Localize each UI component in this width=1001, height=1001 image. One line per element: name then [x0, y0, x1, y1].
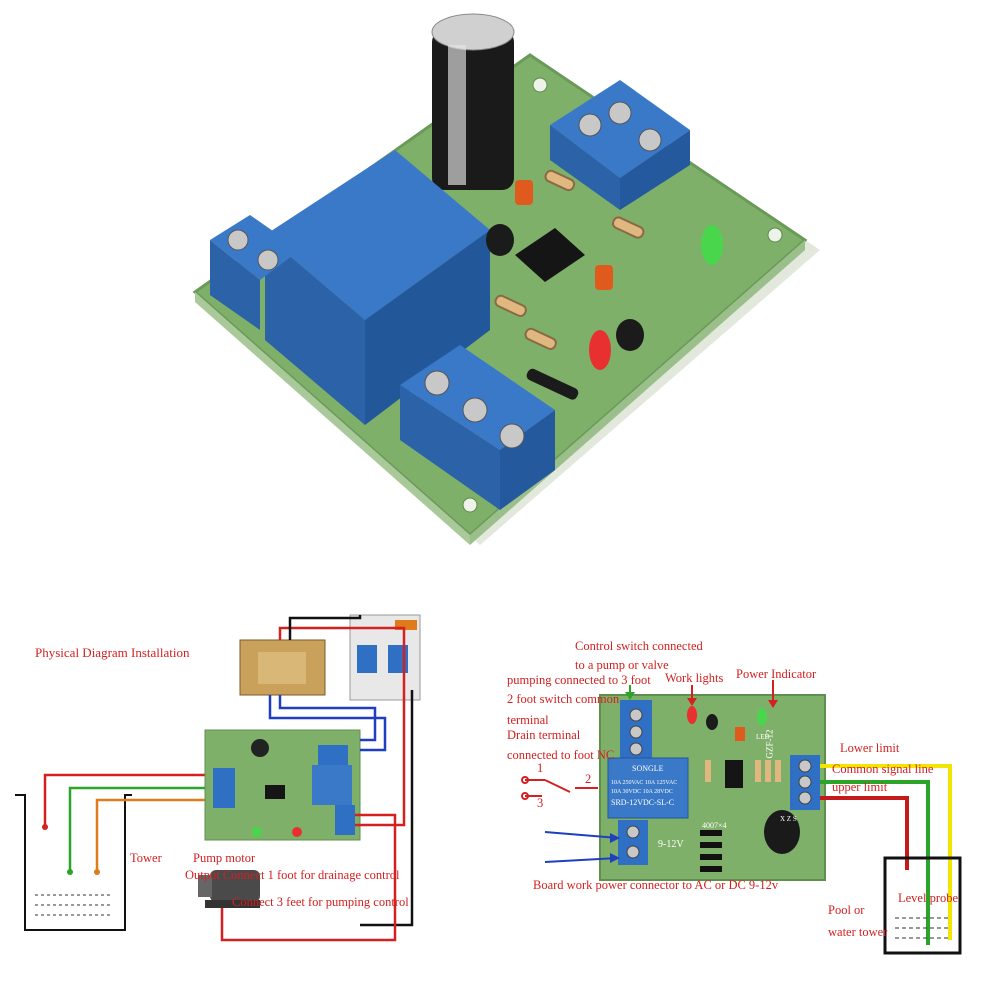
switch-pin-3: 3 [537, 796, 544, 810]
pump-motor [198, 870, 260, 908]
relay-model: SRD-12VDC-SL-C [611, 798, 675, 807]
left-installation-diagram: Physical Diagram Installation Tower Pump… [0, 600, 480, 1000]
transformer [239, 639, 326, 696]
switch-symbol [521, 776, 598, 800]
tower-label: Tower [130, 851, 162, 865]
relay-rating-2: 10A 30VDC 10A 28VDC [611, 789, 673, 795]
terminal-block-left [210, 215, 300, 330]
terminal-label: terminal [507, 713, 549, 727]
left-diagram-title: Physical Diagram Installation [35, 645, 190, 660]
common-signal-label: Common signal line [832, 762, 934, 776]
switch-pin-2: 2 [585, 772, 592, 786]
relay [265, 150, 490, 425]
led-marking: LED [756, 733, 770, 741]
level-probe-label: Level probe [898, 891, 959, 905]
two-foot-label: 2 foot switch common [507, 692, 620, 706]
left-board [204, 729, 361, 841]
diode-marking: 4007×4 [702, 821, 727, 830]
upper-limit-label: upper limit [832, 780, 888, 794]
drain-terminal-label: Drain terminal [507, 728, 581, 742]
work-lights-label: Work lights [665, 671, 724, 685]
pumping-foot-label: pumping connected to 3 foot [507, 673, 651, 687]
terminal-block-top [550, 80, 690, 210]
control-switch-label-1: Control switch connected [575, 639, 703, 653]
control-switch-label-2: to a pump or valve [575, 658, 669, 672]
lower-limit-label: Lower limit [840, 741, 900, 755]
tower-beaker [15, 794, 132, 931]
red-led [589, 330, 611, 370]
connected-nc-label: connected to foot NC [507, 748, 615, 762]
pumping-control-label: Connect 3 feet for pumping control [232, 895, 409, 909]
switch-pin-1: 1 [537, 761, 544, 775]
water-tower-label: water tower [828, 925, 888, 939]
relay-rating-1: 10A 250VAC 10A 125VAC [611, 780, 678, 786]
product-photo [192, 13, 820, 545]
pool-or-label: Pool or [828, 903, 865, 917]
power-indicator-label: Power Indicator [736, 667, 817, 681]
voltage-marking: 9-12V [658, 839, 684, 850]
right-board [599, 694, 826, 881]
ic-chip [515, 228, 585, 282]
electrolytic-capacitor [431, 13, 515, 190]
right-wiring-diagram: Control switch connected to a pump or va… [480, 600, 1001, 1000]
power-connector-label: Board work power connector to AC or DC 9… [533, 878, 779, 892]
xzs-marking: X Z S [780, 815, 797, 823]
pool-box [883, 856, 962, 955]
green-led [701, 225, 723, 265]
pump-motor-label: Pump motor [193, 851, 256, 865]
output-drainage-label: Output Connect 1 foot for drainage contr… [185, 868, 400, 882]
resistors [494, 169, 645, 350]
terminal-block-right [400, 345, 555, 510]
relay-brand: SONGLE [632, 764, 664, 773]
